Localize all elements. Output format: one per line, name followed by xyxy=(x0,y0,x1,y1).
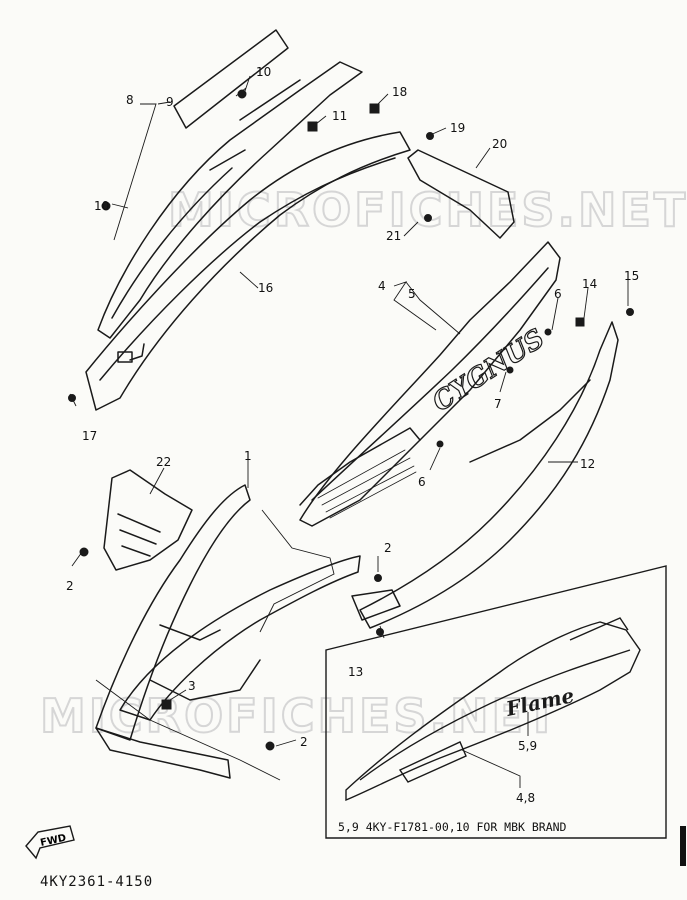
callout-7: 7 xyxy=(494,397,502,411)
callout-10: 10 xyxy=(94,199,109,213)
callout-10: 10 xyxy=(256,65,271,79)
fwd-label: FWD xyxy=(39,833,67,849)
inset-side-panel xyxy=(345,621,641,802)
watermark-bottom: MICROFICHES.NET xyxy=(40,689,560,743)
callout-3: 3 xyxy=(188,679,196,693)
mbk-brand-note: 5,9 4KY-F1781-00,10 FOR MBK BRAND xyxy=(338,820,567,834)
callout-1: 1 xyxy=(244,449,252,463)
callout-2: 2 xyxy=(66,579,74,593)
callout-14: 14 xyxy=(582,277,597,291)
callout-4: 4 xyxy=(378,279,386,293)
callout-2: 2 xyxy=(300,735,308,749)
rear-cap-part xyxy=(407,149,515,239)
emblem-strip-part xyxy=(173,29,289,129)
callout-21: 21 xyxy=(386,229,401,243)
callout-17: 17 xyxy=(82,429,97,443)
callout-18: 18 xyxy=(392,85,407,99)
callout-13: 13 xyxy=(348,665,363,679)
watermark-top: MICROFICHES.NET xyxy=(168,183,687,237)
callout-20: 20 xyxy=(492,137,507,151)
edge-mark xyxy=(680,826,686,866)
callout-6: 6 xyxy=(418,475,426,489)
callout-22: 22 xyxy=(156,455,171,469)
main-side-cover xyxy=(85,131,411,411)
cygnus-side-panel xyxy=(299,241,561,527)
leg-shield-lower xyxy=(119,555,361,721)
cygnus-logo: CYGNUS xyxy=(427,324,550,418)
callout-11: 11 xyxy=(332,109,347,123)
forward-arrow-icon: FWD xyxy=(25,825,75,860)
callout-8: 8 xyxy=(126,93,134,107)
front-cover-part xyxy=(103,469,193,571)
callout-2: 2 xyxy=(384,541,392,555)
callout-19: 19 xyxy=(450,121,465,135)
document-number: 4KY2361-4150 xyxy=(40,874,154,890)
inset-callout-4-8: 4,8 xyxy=(516,791,535,805)
callout-6: 6 xyxy=(554,287,562,301)
callout-5: 5 xyxy=(408,287,416,301)
callout-9: 9 xyxy=(166,95,174,109)
side-rail-part xyxy=(97,61,363,339)
callout-16: 16 xyxy=(258,281,273,295)
leg-shield-part xyxy=(95,484,251,741)
callout-12: 12 xyxy=(580,457,595,471)
lower-side-cover xyxy=(359,321,619,629)
inset-callout-5-9: 5,9 xyxy=(518,739,537,753)
callout-15: 15 xyxy=(624,269,639,283)
mbk-inset: Flame 5,9 4,8 5,9 4KY-F1781-00,10 FOR MB… xyxy=(325,565,667,839)
